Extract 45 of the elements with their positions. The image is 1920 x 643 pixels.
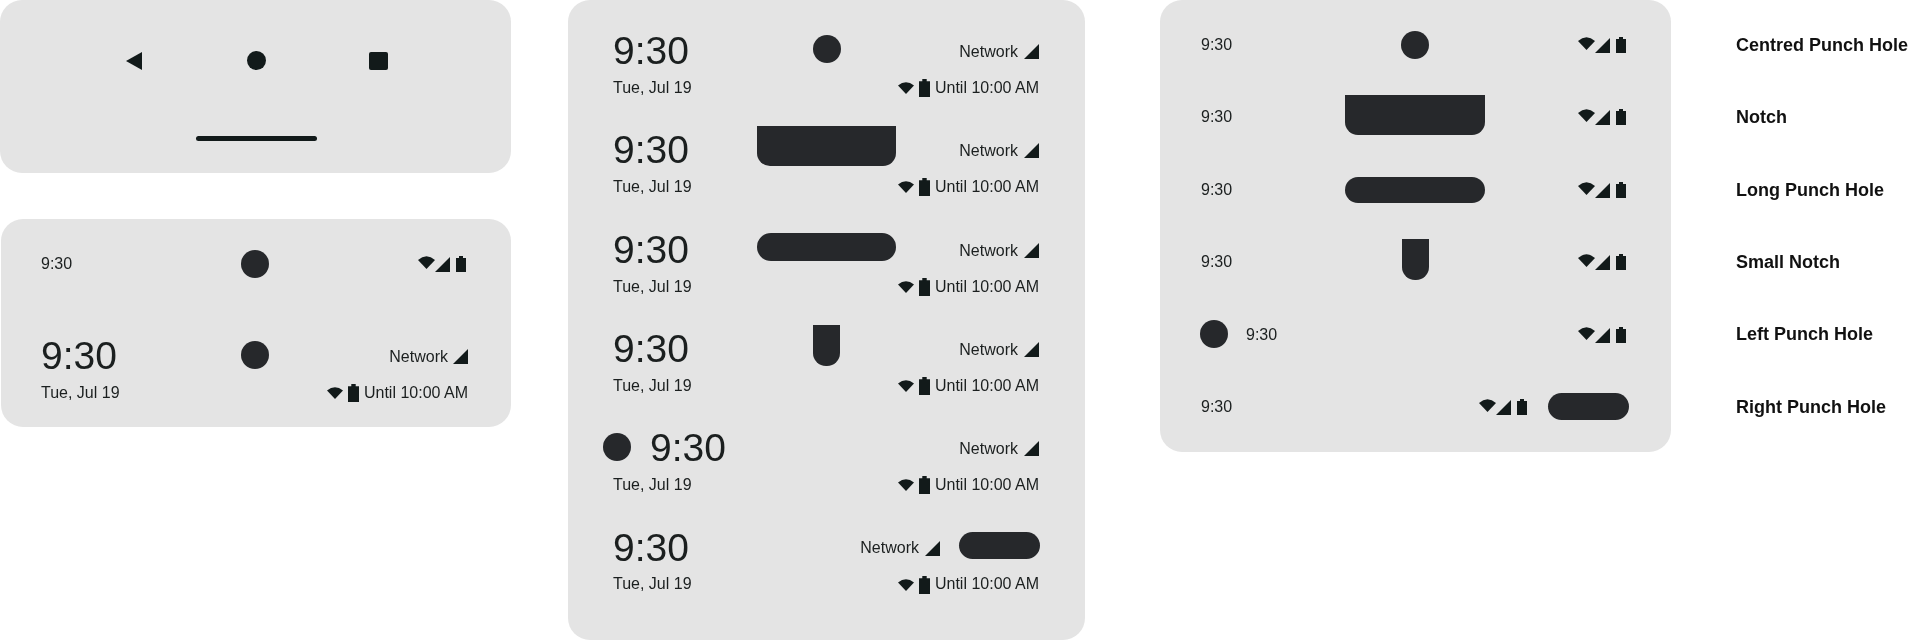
clock-time: 9:30 (1201, 253, 1233, 272)
status-text: Until 10:00 AM (934, 79, 1039, 98)
status-bar-panel (1, 219, 511, 427)
date-text: Tue, Jul 19 (41, 384, 120, 403)
date-text: Tue, Jul 19 (613, 575, 692, 594)
cutout-type-label: Centred Punch Hole (1736, 34, 1909, 56)
clock-time: 9:30 (1201, 36, 1233, 55)
clock-time: 9:30 (613, 128, 689, 174)
clock-time: 9:30 (613, 227, 689, 273)
status-text: Until 10:00 AM (934, 376, 1039, 396)
clock-time: 9:30 (613, 326, 689, 372)
status-text: Until 10:00 AM (363, 384, 468, 403)
network-name: Network (959, 142, 1018, 161)
cutout-type-label: Right Punch Hole (1736, 396, 1886, 418)
status-bar-panel (1160, 0, 1671, 452)
clock-time: 9:30 (41, 255, 73, 274)
network-name: Network (959, 241, 1018, 260)
cutout-type-label: Long Punch Hole (1736, 179, 1884, 201)
status-text: Until 10:00 AM (934, 575, 1039, 594)
network-name: Network (959, 440, 1018, 459)
network-name: Network (389, 348, 448, 367)
network-name: Network (959, 43, 1018, 62)
clock-time: 9:30 (1201, 398, 1233, 417)
cutout-type-label: Left Punch Hole (1736, 324, 1873, 346)
date-text: Tue, Jul 19 (613, 476, 692, 495)
clock-time: 9:30 (1201, 180, 1233, 200)
date-text: Tue, Jul 19 (613, 277, 692, 296)
clock-time: 9:30 (1201, 108, 1233, 127)
clock-time: 9:30 (650, 426, 726, 472)
clock-time: 9:30 (613, 525, 689, 571)
date-text: Tue, Jul 19 (613, 178, 692, 197)
date-text: Tue, Jul 19 (613, 79, 692, 98)
status-bar-panel (568, 0, 1085, 640)
cutout-type-label: Notch (1736, 107, 1787, 128)
cutout-type-label: Small Notch (1736, 252, 1841, 273)
clock-time: 9:30 (613, 29, 689, 74)
clock-time: 9:30 (1246, 325, 1278, 344)
navigation-bar-panel (0, 0, 511, 173)
status-text: Until 10:00 AM (934, 277, 1039, 296)
status-text: Until 10:00 AM (934, 476, 1039, 495)
network-name: Network (860, 539, 919, 558)
network-name: Network (959, 340, 1018, 360)
status-text: Until 10:00 AM (934, 178, 1039, 197)
date-text: Tue, Jul 19 (613, 376, 692, 396)
clock-time: 9:30 (41, 334, 117, 379)
